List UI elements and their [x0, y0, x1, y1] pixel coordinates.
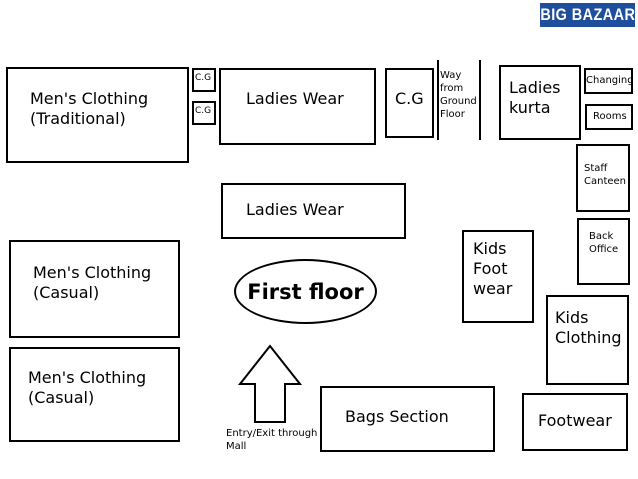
staircase-left-line: [437, 60, 439, 140]
label-entry-exit: Entry/Exit through Mall: [226, 428, 318, 452]
section-cg-small-2: [192, 101, 216, 125]
section-ladies-kurta: [499, 65, 581, 140]
label-staff-canteen: Staff Canteen: [584, 163, 627, 187]
section-bags: [320, 386, 495, 452]
section-cg-large: [385, 68, 434, 138]
section-mens-clothing-casual-2: [9, 347, 180, 442]
first-floor-title-oval: First floor: [234, 259, 377, 324]
section-cg-small-1: [192, 68, 216, 92]
label-way-from-ground-floor: Way from Ground Floor: [440, 70, 477, 120]
section-ladies-wear-middle: [221, 183, 406, 239]
section-back-office: [577, 218, 630, 285]
staircase-right-line: [479, 60, 481, 140]
logo-text: BIG BAZAAR: [540, 5, 635, 24]
label-mens-clothing-casual-1: Men's Clothing (Casual): [33, 263, 152, 302]
label-ladies-wear-middle: Ladies Wear: [246, 200, 344, 219]
label-kids-footwear: Kids Foot wear: [473, 239, 513, 298]
section-rooms: [585, 104, 633, 130]
section-kids-clothing: [546, 295, 629, 385]
label-rooms: Rooms: [593, 111, 627, 122]
label-mens-clothing-traditional: Men's Clothing (Traditional): [30, 89, 149, 128]
label-cg-small-1: C.G: [195, 73, 212, 83]
section-mens-clothing-traditional: [6, 67, 189, 163]
section-kids-footwear: [462, 230, 534, 323]
label-changing: Changing: [586, 75, 634, 86]
label-kids-clothing: Kids Clothing: [555, 308, 622, 347]
label-footwear: Footwear: [538, 411, 612, 430]
label-ladies-kurta: Ladies kurta: [509, 78, 561, 117]
label-ladies-wear-top: Ladies Wear: [246, 89, 344, 108]
label-mens-clothing-casual-2: Men's Clothing (Casual): [28, 368, 147, 407]
section-footwear: [522, 393, 628, 451]
section-ladies-wear-top: [219, 68, 376, 145]
section-mens-clothing-casual-1: [9, 240, 180, 338]
label-cg-small-2: C.G: [195, 106, 212, 116]
big-bazaar-logo: BIG BAZAAR: [540, 3, 635, 27]
first-floor-title: First floor: [247, 279, 364, 304]
label-cg-large: C.G: [395, 89, 424, 108]
label-bags-section: Bags Section: [345, 407, 449, 426]
section-changing: [584, 68, 633, 94]
entry-arrow-icon: [237, 344, 303, 423]
section-staff-canteen: [576, 144, 630, 212]
label-back-office: Back Office: [589, 231, 619, 255]
